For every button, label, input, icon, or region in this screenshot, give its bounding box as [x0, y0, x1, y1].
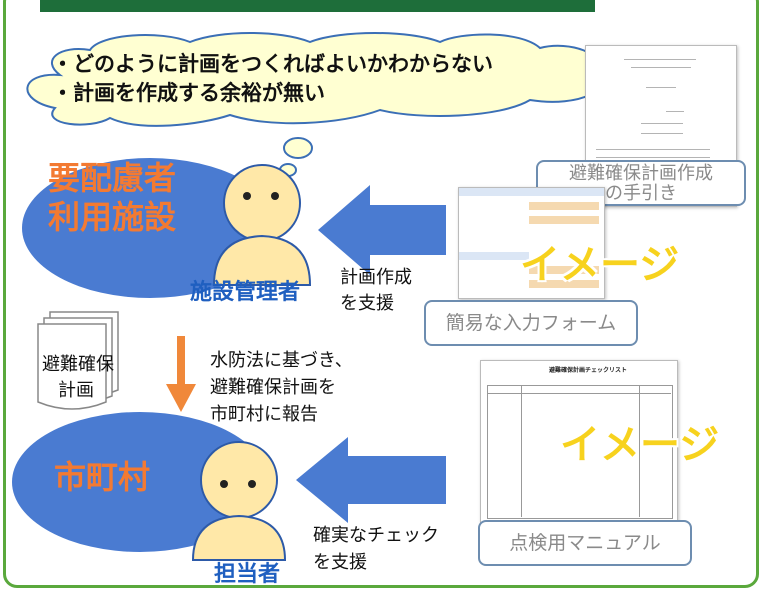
support-text-1-line-1: 計画作成: [340, 267, 412, 288]
plan-document-line-1: 避難確保: [42, 354, 114, 375]
thought-line-1: ・どのように計画をつくればよいかわからない: [52, 52, 493, 76]
plan-document-line-2: 計画: [58, 380, 94, 401]
checklist-document: 避難確保計画チェックリスト: [480, 360, 678, 524]
support-text-1-line-2: を支援: [340, 293, 394, 314]
support-arrow-bottom: [296, 437, 446, 523]
report-arrow-head: [166, 384, 196, 412]
facility-name-line-1: 要配慮者: [48, 159, 177, 197]
staff-label: 担当者: [214, 562, 281, 587]
facility-ellipse: [22, 158, 278, 298]
form-caption: 簡易な入力フォーム: [424, 300, 638, 346]
form-image-overlay: イメージ: [520, 242, 680, 288]
support-text-2-line-1: 確実なチェック: [313, 525, 439, 546]
guide-caption-line-2: の手引き: [605, 183, 677, 204]
report-text-line-2: 避難確保計画を: [210, 377, 336, 398]
guide-caption-line-1: 避難確保計画作成: [569, 163, 713, 184]
report-text-line-1: 水防法に基づき、: [210, 350, 353, 371]
support-text-2-line-2: を支援: [313, 552, 367, 573]
checklist-image-overlay: イメージ: [560, 422, 720, 468]
staff-figure: [191, 441, 287, 561]
facility-manager-figure: [212, 164, 312, 286]
thought-line-2: ・計画を作成する余裕が無い: [52, 81, 325, 105]
facility-manager-label: 施設管理者: [190, 280, 301, 305]
header-bar: [40, 0, 595, 12]
input-form-document: [458, 187, 605, 299]
support-arrow-top: [318, 185, 446, 275]
plan-document-stack: [37, 311, 119, 410]
checklist-caption: 点検用マニュアル: [478, 520, 692, 566]
facility-name-line-2: 利用施設: [48, 198, 177, 236]
municipality-ellipse: [12, 412, 268, 552]
report-text-line-3: 市町村に報告: [210, 404, 318, 425]
thought-dot-large: [283, 137, 313, 159]
panel-frame: [3, 0, 759, 588]
municipality-name: 市町村: [54, 458, 151, 496]
checklist-title: 避難確保計画チェックリスト: [549, 367, 628, 374]
report-arrow-shaft: [177, 336, 185, 386]
